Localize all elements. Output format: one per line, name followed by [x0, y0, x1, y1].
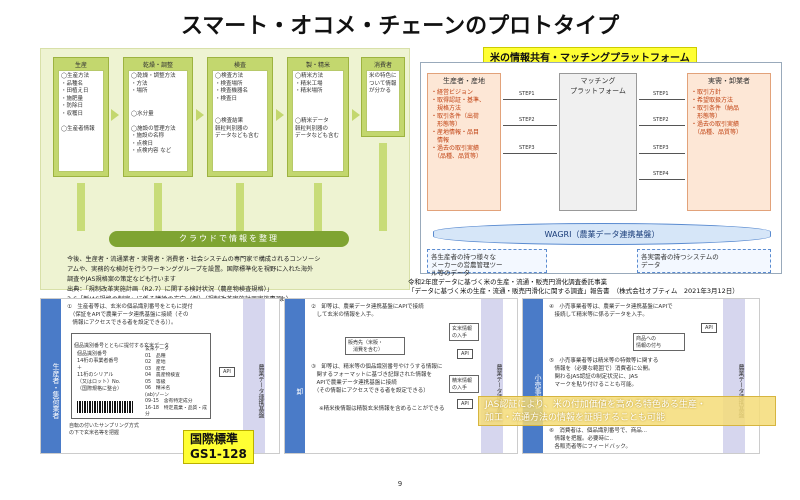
step-4-text: ④ 小売事業者等は、農業データ連携基盤にAPIで 接続して精米等に係るデータを入…	[549, 304, 673, 318]
milled-note: ※精米後情報は精製玄米情報を含めることができる	[319, 406, 445, 412]
arrow-right-icon	[352, 109, 360, 121]
jas-callout: JAS認証により、米の付加価値を高める特色ある生産・ 加工・流通方法の情報を証明…	[478, 396, 776, 426]
step-label: STEP2	[653, 117, 669, 123]
step-1-text: ① 生産者等は、玄米の個品識別番号をともに提付 （保証をAPIで農業データ連携基…	[67, 304, 193, 326]
stage-production: 生産 ◯生産方法 ・品種名 ・田植え日 ・施肥量 ・防除日 ・収穫日 ◯生産者情…	[53, 57, 109, 177]
rice-data-list: 玄米データ 01 品種 02 産地 03 産年 04 農産物検査 05 等級 0…	[145, 347, 207, 417]
arrow-line	[639, 179, 685, 180]
arrow-right-icon	[196, 109, 204, 121]
producer-box: 生産者・産地 ・経営ビジョン ・取得認証・基準、 規格方法 ・取引条件（出荷 形…	[427, 73, 501, 211]
up-arrow-icon	[379, 143, 387, 231]
stage-label: 乾燥・調整	[142, 62, 173, 69]
platform-diagram: 生産者・産地 ・経営ビジョン ・取得認証・基準、 規格方法 ・取引条件（出荷 形…	[420, 62, 782, 277]
up-arrow-icon	[314, 183, 322, 231]
up-arrow-icon	[77, 183, 85, 231]
arrow-line	[639, 99, 685, 100]
barcode-icon	[77, 401, 133, 413]
stage-inspection: 検査 ◯検査方法 ・検査場所 ・検査機器名 ・検査日 ◯検査結果 穀粒判別器の …	[207, 57, 273, 177]
milled-rice-info: 精米情報 の入手	[449, 375, 479, 393]
gs1-badge: 国際標準 GS1-128	[183, 430, 254, 464]
source-citation: 令和2年度データに基づく米の生産・流通・販売円滑化調査委託事業 「データに基づく…	[408, 278, 739, 295]
product-info: 商品への 情報の付与	[633, 333, 685, 351]
producer-title: 生産者・産地	[443, 77, 485, 85]
side-label: 生産者・集荷業者	[41, 299, 61, 453]
stage-body: ◯乾燥・調整方法 ・方法 ・場所 ◯水分量 ◯施設の管理方法 ・施設の名称 ・点…	[128, 70, 188, 172]
rice-data-box-label: 個品識別番号とともに提付する玄米データ	[74, 343, 170, 349]
step-3-text: ③ 卸等は、精米等の個品識別番号やけうする情報に 関するフォーマットに基づき記録…	[311, 364, 443, 394]
arrow-line	[503, 153, 557, 154]
stage-milling: 製・精米 ◯精米方法 ・精米工場 ・精米場所 ◯精米データ 穀粒判別器の データ…	[287, 57, 349, 177]
stage-body: ◯精米方法 ・精米工場 ・精米場所 ◯精米データ 穀粒判別器の データなども含む	[292, 70, 344, 172]
up-arrow-icon	[236, 183, 244, 231]
step-5-text: ⑤ 小売事業者等は精米等の特徴等に関する 情報を（必要な範囲で）消費者に公開。 …	[549, 358, 659, 388]
data-platform-label: 農業データ連携基盤	[481, 299, 503, 453]
stage-label: 生産	[74, 62, 87, 69]
step-2-text: ② 卸等は、農業データ連携基盤にAPIで接続 して玄米の情報を入手。	[311, 304, 424, 318]
arrow-line	[639, 153, 685, 154]
producer-flow-panel: 生産者・集荷業者 ① 生産者等は、玄米の個品識別番号をともに提付 （保証をAPI…	[40, 298, 280, 454]
up-arrow-icon	[154, 183, 162, 231]
side-label: 卸	[285, 299, 305, 453]
stage-label: 検査	[233, 62, 246, 69]
arrow-right-icon	[276, 109, 284, 121]
stage-body: ◯検査方法 ・検査場所 ・検査機器名 ・検査日 ◯検査結果 穀粒判別器の データ…	[212, 70, 268, 172]
wholesaler-flow-panel: 卸 ② 卸等は、農業データ連携基盤にAPIで接続 して玄米の情報を入手。 販売先…	[284, 298, 518, 454]
data-platform-label: 農業データ連携基盤	[243, 299, 265, 453]
stage-label: 製・精米	[305, 62, 330, 69]
producer-items: ・経営ビジョン ・取得認証・基準、 規格方法 ・取引条件（出荷 形態等） ・産地…	[431, 89, 486, 160]
side-label: 小売事業者	[523, 299, 543, 453]
buyer-title: 実需・卸業者	[708, 77, 750, 85]
retailer-flow-panel: 小売事業者 ④ 小売事業者等は、農業データ連携基盤にAPIで 接続して精米等に係…	[522, 298, 760, 454]
barcode-label: 個品識別番号 14桁の事業者番号 ＋ 11桁のシリアル （又はロット）No. （…	[77, 351, 123, 392]
step-label: STEP4	[653, 171, 669, 177]
page-number: 9	[397, 480, 403, 488]
arrow-line	[639, 125, 685, 126]
arrow-line	[503, 125, 557, 126]
step-6-text: ⑥ 消費者は、個品識別番号で、商品... 情報を把握。必要時に.. 各販売者等に…	[549, 428, 647, 450]
buyer-systems: 各実需者の持つシステムの データ	[637, 249, 771, 273]
matching-box: マッチング プラットフォーム	[559, 73, 637, 211]
cloud-banner: クラウドで情報を整理	[109, 231, 349, 247]
buyer-items: ・取引方針 ・希望取扱方法 ・取引条件（納品 形態等） ・過去の取引実績 （品種…	[691, 89, 743, 136]
producer-systems: 各生産者の持つ様々な メーカーの営農管理ツー ル等のデータ	[427, 249, 547, 277]
matching-title: マッチング プラットフォーム	[570, 77, 626, 95]
stage-consumer: 消費者 米の特色に ついて情報 が分かる	[361, 57, 405, 137]
api-label: API	[219, 367, 235, 377]
arrow-right-icon	[111, 109, 119, 121]
stage-body: ◯生産方法 ・品種名 ・田植え日 ・施肥量 ・防除日 ・収穫日 ◯生産者情報	[58, 70, 104, 172]
step-label: STEP1	[519, 91, 535, 97]
stage-label: 消費者	[373, 62, 392, 69]
step-label: STEP1	[653, 91, 669, 97]
sampling-note: 自転の付いたサンプリング方式 の下で玄米名等を把握	[69, 423, 139, 436]
api-label: API	[457, 399, 473, 409]
api-label: API	[701, 323, 717, 333]
step-label: STEP3	[653, 145, 669, 151]
brown-rice-info: 玄米情報 の入手	[449, 323, 479, 341]
sales-destination: 販売先（米販・ 消費を含む）	[345, 337, 405, 355]
supply-chain-panel: 生産 ◯生産方法 ・品種名 ・田植え日 ・施肥量 ・防除日 ・収穫日 ◯生産者情…	[40, 48, 410, 313]
page-title: スマート・オコメ・チェーンのプロトタイプ	[180, 14, 620, 39]
wagri-platform: WAGRI（農業データ連携基盤）	[433, 223, 771, 245]
buyer-box: 実需・卸業者 ・取引方針 ・希望取扱方法 ・取引条件（納品 形態等） ・過去の取…	[687, 73, 771, 211]
step-label: STEP2	[519, 117, 535, 123]
step-label: STEP3	[519, 145, 535, 151]
api-label: API	[457, 349, 473, 359]
arrow-line	[503, 99, 557, 100]
stage-drying: 乾燥・調整 ◯乾燥・調整方法 ・方法 ・場所 ◯水分量 ◯施設の管理方法 ・施設…	[123, 57, 193, 177]
stage-body: 米の特色に ついて情報 が分かる	[366, 70, 400, 132]
data-platform-label: 農業データ連携基盤	[723, 299, 745, 453]
